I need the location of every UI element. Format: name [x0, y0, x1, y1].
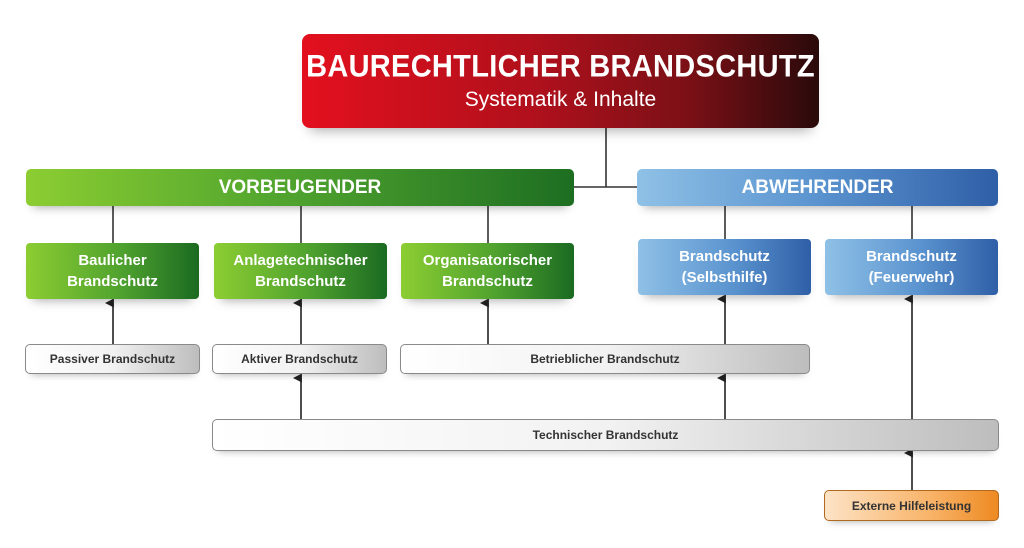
category-abwehrend-label: ABWEHRENDER	[741, 176, 894, 198]
node-baulicher-brandschutz: Baulicher Brandschutz	[26, 243, 199, 299]
node-label-line1: Brandschutz	[679, 248, 770, 265]
measure-label: Betrieblicher Brandschutz	[530, 352, 680, 366]
category-vorbeugend: VORBEUGENDER	[26, 169, 574, 206]
title-main: BAURECHTLICHER BRANDSCHUTZ	[306, 49, 815, 84]
node-label-line1: Anlagetechnischer	[233, 252, 368, 269]
node-label-line2: (Selbsthilfe)	[681, 269, 768, 286]
measure-technischer-brandschutz: Technischer Brandschutz	[212, 419, 999, 451]
node-brandschutz-feuerwehr: Brandschutz (Feuerwehr)	[825, 239, 998, 295]
measure-label: Externe Hilfeleistung	[851, 498, 972, 513]
node-organisatorischer-brandschutz: Organisatorischer Brandschutz	[401, 243, 574, 299]
node-label-line1: Baulicher	[78, 252, 147, 269]
node-anlagetechnischer-brandschutz: Anlagetechnischer Brandschutz	[214, 243, 387, 299]
category-abwehrend: ABWEHRENDER	[637, 169, 998, 206]
measure-aktiver-brandschutz: Aktiver Brandschutz	[212, 344, 387, 374]
node-label-line1: Organisatorischer	[422, 252, 553, 269]
measure-externe-hilfeleistung: Externe Hilfeleistung	[824, 490, 999, 521]
title-subtitle: Systematik & Inhalte	[464, 87, 657, 111]
measure-label: Technischer Brandschutz	[532, 428, 679, 442]
category-vorbeugend-label: VORBEUGENDER	[218, 176, 382, 198]
measure-passiver-brandschutz: Passiver Brandschutz	[25, 344, 200, 374]
node-brandschutz-selbsthilfe: Brandschutz (Selbsthilfe)	[638, 239, 811, 295]
measure-label: Aktiver Brandschutz	[241, 352, 358, 366]
node-label-line2: Brandschutz	[255, 273, 346, 290]
node-label-line2: Brandschutz	[442, 273, 533, 290]
title-box: BAURECHTLICHER BRANDSCHUTZ Systematik & …	[302, 34, 819, 128]
measure-betrieblicher-brandschutz: Betrieblicher Brandschutz	[400, 344, 810, 374]
measure-label: Passiver Brandschutz	[49, 352, 176, 366]
node-label-line2: Brandschutz	[67, 273, 158, 290]
node-label-line1: Brandschutz	[866, 248, 957, 265]
node-label-line2: (Feuerwehr)	[868, 269, 955, 286]
